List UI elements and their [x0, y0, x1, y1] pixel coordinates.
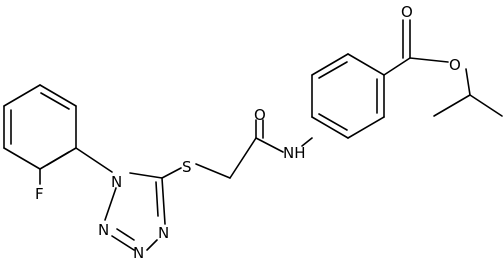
bond [318, 61, 348, 79]
bond [383, 57, 411, 76]
bond [40, 92, 70, 110]
bond [301, 137, 313, 147]
bond [255, 137, 284, 153]
bond [433, 94, 471, 117]
bond [469, 94, 503, 117]
nitrogen-amide-label: NH [283, 144, 306, 162]
bond [409, 57, 449, 63]
bond [111, 235, 135, 251]
oxygen-amide-label: O [254, 106, 266, 124]
atom-labels: O O O NH S F N N N N [35, 3, 461, 262]
bond [46, 151, 70, 166]
bond [311, 116, 349, 139]
bond [161, 177, 166, 225]
bond [347, 53, 385, 76]
sulfur-label: S [182, 158, 192, 176]
bond [39, 84, 77, 107]
fluorine-label: F [35, 185, 44, 203]
bond [75, 147, 113, 173]
bond [161, 167, 182, 179]
bond [229, 137, 257, 179]
bond [155, 181, 159, 217]
bond [104, 187, 117, 221]
oxygen-ether-ester-label: O [449, 56, 461, 74]
bond [465, 68, 471, 96]
bond [129, 172, 163, 179]
nitrogen-n4-label: N [158, 224, 169, 242]
bond [146, 239, 158, 251]
nitrogen-n3-label: N [133, 244, 144, 262]
bonds [3, 19, 503, 251]
oxygen-carbonyl-ester-label: O [401, 3, 413, 21]
bond [311, 53, 349, 76]
bond [318, 113, 348, 131]
bond [347, 116, 385, 139]
nitrogen-n1-label: N [111, 173, 122, 191]
bond [195, 163, 231, 179]
bond [3, 147, 41, 170]
bond [116, 228, 135, 241]
bond [3, 84, 41, 107]
nitrogen-n2-label: N [98, 221, 109, 239]
